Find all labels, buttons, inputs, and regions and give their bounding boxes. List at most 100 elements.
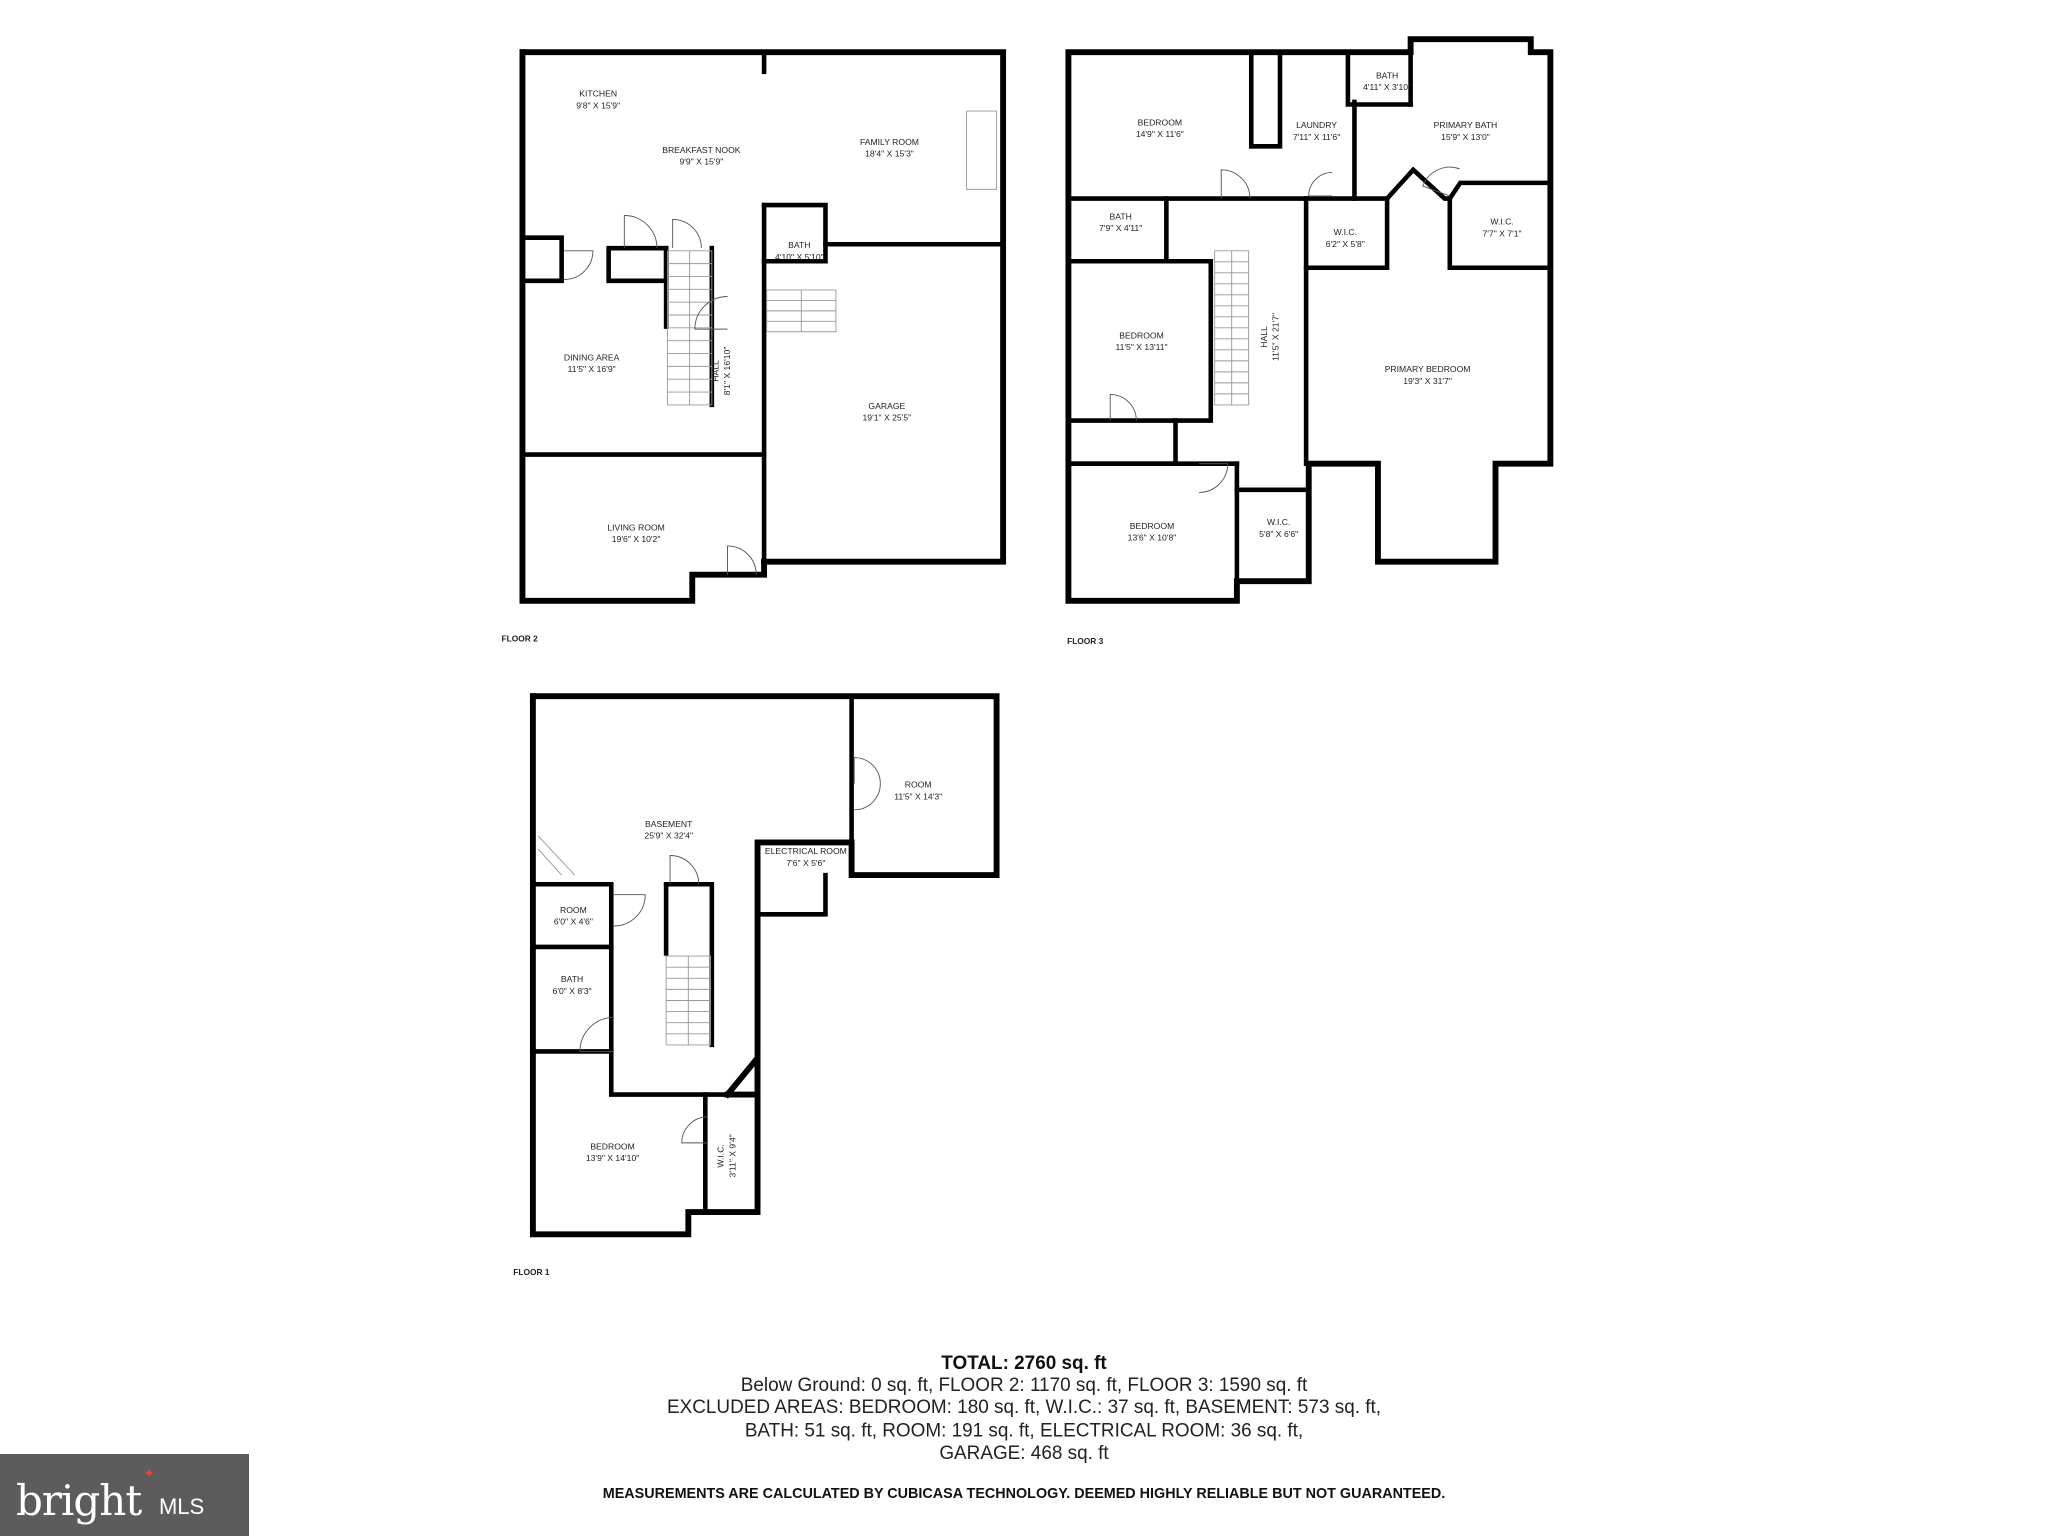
- floor-label: FLOOR 2: [502, 633, 539, 643]
- door-swing: [672, 218, 702, 249]
- room-name: W.I.C.: [716, 1144, 726, 1167]
- door-swing: [623, 215, 658, 249]
- room-name: W.I.C.: [1490, 217, 1513, 227]
- room-name: BATH: [1376, 70, 1398, 80]
- bright-mls-logo: bright ✦ MLS: [0, 1454, 249, 1536]
- room-dims: 6'0" X 8'3": [553, 986, 592, 996]
- door-swing: [681, 1116, 708, 1144]
- summary-line: GARAGE: 468 sq. ft: [939, 1443, 1109, 1464]
- room-dims: 19'1" X 25'5": [863, 413, 912, 423]
- wall: [665, 955, 711, 1046]
- room-name: PRIMARY BEDROOM: [1385, 364, 1471, 374]
- room-dims: 5'8" X 6'6": [1259, 529, 1298, 539]
- wall: [1214, 250, 1250, 406]
- room-name: FAMILY ROOM: [860, 137, 919, 147]
- room-dims: 4'11" X 3'10": [1363, 82, 1411, 92]
- floor-2: KITCHEN 9'8" X 15'9" BREAKFAST NOOK 9'9"…: [502, 89, 919, 644]
- wall: [966, 110, 998, 190]
- floor-3: BEDROOM 14'9" X 11'6" LAUNDRY 7'11" X 11…: [1067, 70, 1521, 646]
- room-name: BEDROOM: [590, 1141, 635, 1151]
- door-swing: [1220, 169, 1251, 199]
- room-dims: 11'5" X 21'7": [1271, 313, 1281, 361]
- room-name: BEDROOM: [1138, 117, 1183, 127]
- room-name: BEDROOM: [1130, 521, 1175, 531]
- room-dims: 25'9" X 32'4": [644, 831, 693, 841]
- wall: [520, 235, 564, 284]
- door-swing: [853, 757, 881, 811]
- room-dims: 11'5" X 14'3": [894, 791, 942, 801]
- room-name: W.I.C.: [1267, 517, 1290, 527]
- room-dims: 7'11" X 11'6": [1293, 132, 1340, 142]
- room-name: W.I.C.: [1334, 227, 1357, 237]
- room-dims: 7'6" X 5'6": [786, 858, 825, 868]
- wall: [663, 881, 715, 1048]
- door-swing: [579, 1017, 614, 1052]
- room-dims: 15'9" X 13'0": [1441, 132, 1490, 142]
- room-dims: 4'10" X 5'10": [775, 252, 824, 262]
- room-name: LAUNDRY: [1296, 120, 1337, 130]
- logo-suffix: MLS: [158, 1494, 205, 1519]
- room-name: ROOM: [905, 780, 932, 790]
- wall: [766, 289, 837, 333]
- room-dims: 7'7" X 7'1": [1482, 228, 1521, 238]
- room-dims: 6'2" X 5'8": [1326, 239, 1365, 249]
- walls: [519, 36, 1554, 1238]
- wall: [1248, 49, 1283, 149]
- room-dims: 11'5" X 13'11": [1115, 342, 1167, 352]
- disclaimer: MEASUREMENTS ARE CALCULATED BY CUBICASA …: [603, 1486, 1445, 1502]
- room-dims: 13'6" X 10'8": [1128, 533, 1177, 543]
- wall: [519, 49, 768, 604]
- wall: [1303, 196, 1390, 271]
- room-name: PRIMARY BATH: [1434, 120, 1498, 130]
- room-dims: 8'1" X 16'10": [722, 347, 732, 396]
- wall: [1066, 258, 1214, 423]
- room-name: BATH: [1109, 211, 1131, 221]
- room-name: BATH: [561, 974, 583, 984]
- star-icon: ✦: [143, 1465, 155, 1481]
- logo-brand: bright: [16, 1476, 142, 1525]
- room-dims: 9'8" X 15'9": [576, 100, 620, 110]
- wall: [723, 1049, 761, 1099]
- room-name: KITCHEN: [579, 89, 617, 99]
- wall: [529, 693, 1000, 1098]
- room-dims: 9'9" X 15'9": [679, 157, 723, 167]
- door-swing: [694, 296, 728, 330]
- room-name: BASEMENT: [645, 819, 693, 829]
- door-swing: [613, 894, 646, 927]
- room-dims: 19'6" X 10'2": [612, 534, 661, 544]
- floor-label: FLOOR 1: [513, 1267, 550, 1277]
- room-name: HALL: [710, 360, 720, 382]
- summary-line: EXCLUDED AREAS: BEDROOM: 180 sq. ft, W.I…: [667, 1397, 1381, 1418]
- wall: [537, 848, 562, 876]
- room-name: DINING AREA: [564, 352, 620, 362]
- total-area: TOTAL: 2760 sq. ft: [941, 1353, 1107, 1374]
- room-name: BATH: [788, 240, 810, 250]
- room-dims: 3'11" X 9'4": [727, 1134, 737, 1177]
- door-swing: [564, 250, 594, 280]
- wall: [755, 840, 828, 917]
- room-dims: 18'4" X 15'3": [865, 149, 914, 159]
- room-dims: 19'3" X 31'7": [1403, 376, 1452, 386]
- door-swing: [1199, 463, 1229, 493]
- room-name: ROOM: [560, 905, 587, 915]
- wall: [1446, 180, 1551, 202]
- room-name: GARAGE: [868, 401, 905, 411]
- room-name: HALL: [1259, 326, 1269, 348]
- wall: [1066, 418, 1178, 466]
- room-dims: 11'5" X 16'9": [568, 364, 616, 374]
- wall: [606, 245, 669, 284]
- room-dims: 14'9" X 11'6": [1136, 129, 1184, 139]
- room-name: LIVING ROOM: [607, 522, 664, 532]
- wall: [537, 835, 576, 876]
- wall: [761, 202, 828, 264]
- wall: [1065, 36, 1554, 604]
- room-name: ELECTRICAL ROOM: [765, 846, 847, 856]
- wall: [529, 693, 761, 1238]
- floor-label: FLOOR 3: [1067, 636, 1104, 646]
- room-dims: 13'9" X 14'10": [586, 1153, 639, 1163]
- door-swing: [1308, 171, 1333, 197]
- wall: [530, 881, 760, 1097]
- door-swing: [1109, 393, 1137, 421]
- room-dims: 7'9" X 4'11": [1099, 223, 1142, 233]
